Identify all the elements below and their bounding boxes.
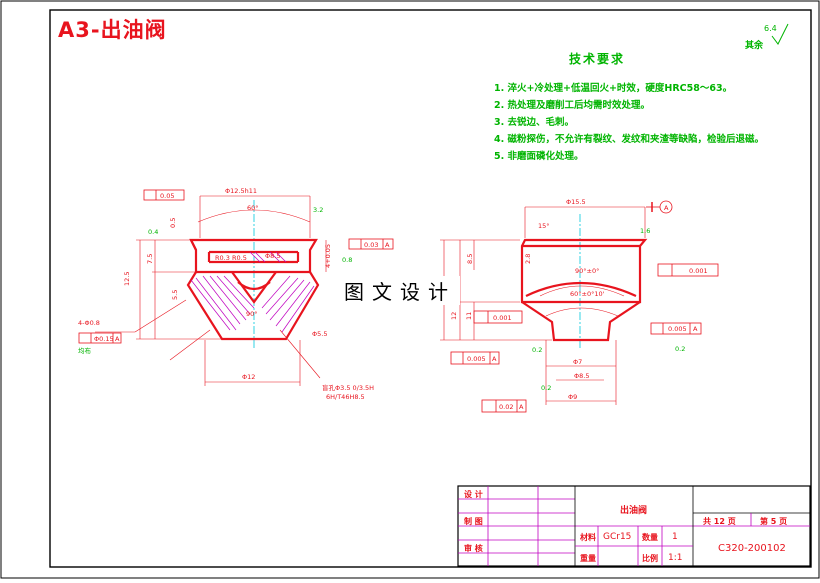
left-hatching	[190, 251, 315, 333]
tb-quantity: 1	[672, 532, 678, 542]
left-body-outline	[186, 238, 320, 341]
tb-drawing-no: C320-200102	[718, 543, 786, 554]
title-block-grid	[457, 485, 811, 567]
dim-left-height-a: 7.5	[146, 254, 154, 264]
right-dim-lines	[440, 206, 646, 405]
tech-req-list: 1. 淬火+冷处理+低温回火+时效，硬度HRC58～63。 2. 热处理及磨削工…	[494, 80, 764, 165]
dim-left-chamfer-top: 0.5	[169, 218, 177, 228]
tb-quantity-label: 数量	[642, 533, 658, 542]
tech-req-item: 4. 磁粉探伤，不允许有裂纹、发纹和夹渣等缺陷，检验后退磁。	[494, 134, 765, 145]
dim-right-perp-c: 0.02	[499, 403, 513, 411]
watermark-text: 图文设计	[340, 276, 460, 305]
dim-right-height-d: 2.8	[524, 254, 532, 264]
dim-right-bottom-mid: Φ8.5	[574, 372, 589, 380]
tb-scale: 1:1	[668, 553, 683, 563]
tb-draw-label: 制 图	[464, 517, 483, 526]
dim-right-height-a: 8.5	[466, 254, 474, 264]
dim-left-thread-note: 盲孔Φ3.5 0/3.5H	[322, 383, 374, 392]
tech-req-title: 技术要求	[569, 52, 626, 66]
dim-left-thread-note2: 6H/T46H8.5	[326, 393, 365, 401]
dim-left-hole-note: 4-Φ0.8	[78, 319, 100, 327]
dim-right-angle-low: 60°±0°10'	[570, 290, 605, 298]
dim-left-right-tol: 0.03	[364, 241, 378, 249]
right-gdt-frames	[450, 263, 719, 413]
dim-right-height-c: 11	[465, 312, 473, 320]
drawing-title: A3-出油阀	[58, 18, 167, 42]
dim-right-flat: 0.001	[493, 314, 512, 322]
right-dim-texts: Φ15.5 15° 17 8.5 12 11 2.8 90°±0° 60°±0°…	[435, 198, 708, 411]
dim-right-runout: 0.001	[689, 267, 708, 275]
tb-design-label: 设 计	[464, 490, 483, 499]
left-gdt-frames	[78, 189, 394, 344]
roughness-symbol-general	[771, 23, 789, 45]
dim-left-hole-note2: 均布	[78, 346, 92, 355]
tb-material: GCr15	[603, 532, 632, 542]
dim-right-datum-label: A	[664, 204, 669, 212]
dim-left-conc: 0.05	[160, 192, 174, 200]
left-view	[78, 189, 394, 386]
dim-right-perp-a-datum: A	[693, 325, 698, 333]
tb-material-label: 材料	[580, 533, 596, 542]
dim-right-roughness-b: 0.2	[675, 345, 685, 353]
dim-left-pos-datum: A	[115, 335, 120, 343]
tech-req-item: 2. 热处理及磨削工后均需时效处理。	[494, 100, 651, 111]
roughness-general-note: 其余	[745, 41, 764, 51]
dim-right-perp-b: 0.005	[467, 355, 486, 363]
dim-left-roughness-b: 3.2	[313, 206, 323, 214]
dim-right-chamfer-r: 1.6	[640, 227, 650, 235]
tb-review-label: 审 核	[464, 544, 483, 553]
dim-right-perp-c-datum: A	[519, 403, 524, 411]
dim-left-top-dia: Φ12.5h11	[225, 187, 257, 195]
left-dim-texts: Φ12.5h11 60° 90° 12.5 7.5 5.5 0.5 R0.3 R…	[78, 187, 390, 401]
tb-sheet-no: 第 5 页	[760, 517, 788, 526]
dim-left-height-total: 12.5	[123, 272, 131, 286]
dim-left-roughness-a: 0.4	[148, 228, 158, 236]
right-datum-marker	[646, 200, 673, 214]
tech-req-item: 5. 非磨面磷化处理。	[494, 151, 584, 162]
dim-left-r2: R0.5	[232, 254, 247, 262]
dim-right-angle-mid: 90°±0°	[575, 267, 599, 275]
inner-border	[49, 9, 812, 568]
right-body-outline	[520, 238, 648, 342]
dim-right-chamfer-l: 0.2	[541, 384, 551, 392]
dim-right-bottom-small: Φ7	[573, 358, 582, 366]
dim-left-roughness-c: 0.8	[342, 256, 352, 264]
dim-right-perp-b-datum: A	[492, 355, 497, 363]
dim-left-height-b: 5.5	[171, 290, 179, 300]
dim-right-roughness-a: 0.2	[532, 346, 542, 354]
right-view	[440, 200, 719, 413]
tb-sheets-total: 共 12 页	[703, 517, 736, 526]
dim-left-right-h: 4+0.05	[324, 244, 332, 268]
dim-right-perp-a: 0.005	[668, 325, 687, 333]
dim-right-top-dia: Φ15.5	[566, 198, 586, 206]
dim-left-bottom-dia: Φ12	[242, 373, 255, 381]
dim-left-angle-top: 60°	[247, 204, 259, 212]
dim-left-right-datum: A	[385, 241, 390, 249]
dim-right-angle-top: 15°	[538, 222, 550, 230]
dim-left-small-dia: Φ8.5	[265, 252, 280, 260]
tb-weight-label: 重量	[580, 554, 596, 563]
tech-req-item: 1. 淬火+冷处理+低温回火+时效，硬度HRC58～63。	[494, 83, 733, 94]
dim-left-pos-tol: Φ0.15	[94, 335, 114, 343]
dim-left-angle-bottom: 90°	[246, 310, 258, 318]
tech-req-item: 3. 去锐边、毛刺。	[494, 117, 575, 128]
dim-right-bottom-dia: Φ9	[568, 393, 577, 401]
roughness-general-value: 6.4	[764, 24, 777, 33]
left-dim-lines	[95, 195, 327, 386]
dim-right-height-b: 12	[450, 312, 458, 320]
dim-left-r1: R0.3	[215, 254, 230, 262]
tb-part-name: 出油阀	[620, 506, 648, 516]
dim-left-thread: Φ5.5	[312, 330, 327, 338]
tb-scale-label: 比例	[642, 554, 658, 563]
